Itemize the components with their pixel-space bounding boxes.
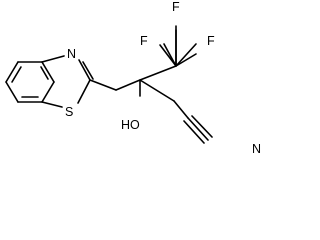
hydroxyl-label: HO <box>121 118 140 132</box>
structure-diagram: F F F N S HO N <box>5 0 262 156</box>
fluorine-left-label: F <box>140 34 148 48</box>
benzene-ring <box>5 61 55 103</box>
thiazole-sulfur-label: S <box>65 105 73 119</box>
side-chain <box>89 25 213 144</box>
cf3-group <box>163 29 197 67</box>
thiazole-nitrogen-label: N <box>67 47 76 61</box>
fluorine-right-label: F <box>207 34 215 48</box>
fluorine-top-label: F <box>172 0 180 14</box>
thiazole-ring <box>41 55 94 108</box>
atom-labels: F F F N S HO N <box>64 0 262 156</box>
nitrile-nitrogen-label: N <box>252 142 261 156</box>
